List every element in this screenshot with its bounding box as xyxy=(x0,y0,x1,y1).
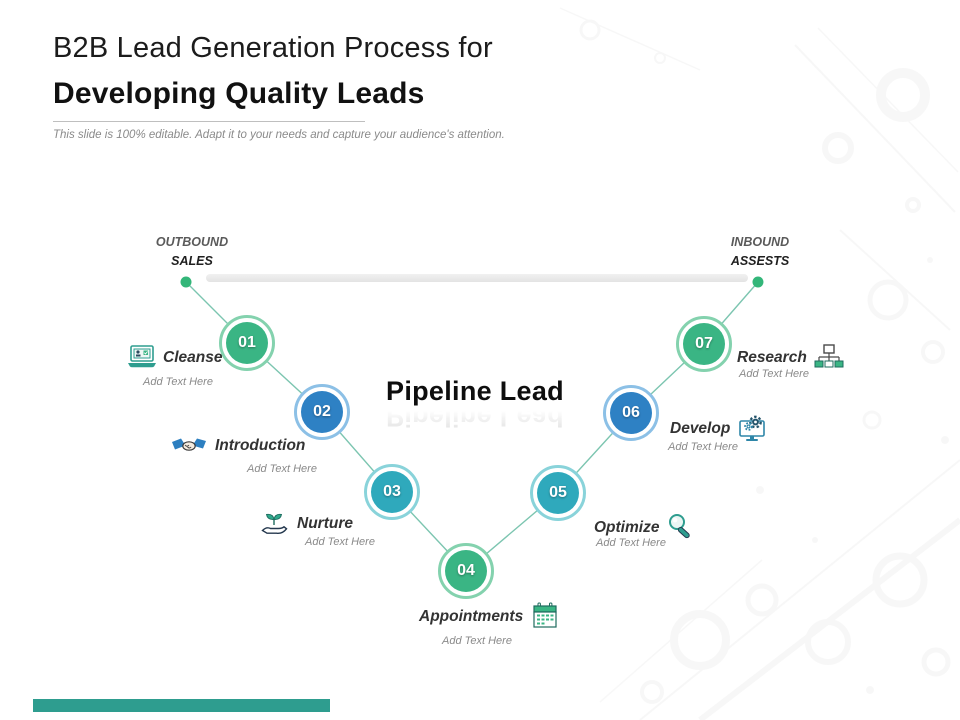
sales-label: SALES xyxy=(171,254,213,268)
step-develop: Develop xyxy=(670,414,768,444)
node-01-number: 01 xyxy=(226,322,268,364)
pipeline-lead-text: Pipeline Lead xyxy=(386,376,564,406)
node-04: 04 xyxy=(438,543,494,599)
assests-label: ASSESTS xyxy=(730,254,790,268)
timeline-bar xyxy=(206,274,748,282)
pipeline-lead-title: Pipeline Lead Pipeline Lead xyxy=(375,376,575,432)
magnifier-icon xyxy=(666,513,696,543)
step-introduction: Introduction xyxy=(172,436,305,456)
accent-bar xyxy=(33,699,330,712)
node-04-number: 04 xyxy=(445,550,487,592)
step-research: Research xyxy=(737,344,844,372)
inbound-assests-label: INBOUND ASSESTS xyxy=(695,233,825,271)
laptop-id-icon xyxy=(126,345,158,371)
node-07-number: 07 xyxy=(683,323,725,365)
step-label-develop: Develop xyxy=(670,420,731,437)
node-06: 06 xyxy=(603,385,659,441)
node-03-number: 03 xyxy=(371,471,413,513)
outbound-label: OUTBOUND xyxy=(155,235,229,249)
page-title-line1: B2B Lead Generation Process for xyxy=(53,32,493,64)
node-05: 05 xyxy=(530,465,586,521)
page-title-line2: Developing Quality Leads xyxy=(53,77,425,110)
step-label-appointments: Appointments xyxy=(419,607,524,625)
hand-plant-icon xyxy=(259,511,289,537)
step-cleanse: Cleanse xyxy=(126,345,222,371)
outbound-sales-label: OUTBOUND SALES xyxy=(127,233,257,271)
node-06-number: 06 xyxy=(610,392,652,434)
handshake-icon xyxy=(172,436,206,456)
step-label-cleanse: Cleanse xyxy=(163,349,223,366)
add-text-nurture: Add Text Here xyxy=(305,536,375,548)
step-optimize: Optimize xyxy=(594,513,696,543)
step-label-introduction: Introduction xyxy=(215,437,306,454)
header: B2B Lead Generation Process for Developi… xyxy=(53,26,673,141)
inbound-label: INBOUND xyxy=(730,235,790,249)
add-text-cleanse: Add Text Here xyxy=(143,376,213,388)
node-02: 02 xyxy=(294,384,350,440)
step-label-nurture: Nurture xyxy=(297,515,353,532)
step-appointments: Appointments xyxy=(419,602,559,631)
node-03: 03 xyxy=(364,464,420,520)
sitemap-icon xyxy=(814,344,844,372)
step-label-research: Research xyxy=(737,349,807,366)
node-01: 01 xyxy=(219,315,275,371)
add-text-optimize: Add Text Here xyxy=(596,537,666,549)
decorative-pattern xyxy=(559,7,960,720)
subtitle: This slide is 100% editable. Adapt it to… xyxy=(53,129,505,141)
add-text-appointments: Add Text Here xyxy=(442,635,512,647)
node-05-number: 05 xyxy=(537,472,579,514)
add-text-research: Add Text Here xyxy=(739,368,809,380)
calendar-icon xyxy=(531,602,559,631)
node-02-number: 02 xyxy=(301,391,343,433)
title-underline xyxy=(53,121,365,122)
timeline-dot-left xyxy=(180,276,192,288)
monitor-gears-icon xyxy=(738,414,768,444)
timeline-dot-right xyxy=(752,276,764,288)
add-text-introduction: Add Text Here xyxy=(247,463,317,475)
step-label-optimize: Optimize xyxy=(594,519,660,536)
node-07: 07 xyxy=(676,316,732,372)
add-text-develop: Add Text Here xyxy=(668,441,738,453)
step-nurture: Nurture xyxy=(259,511,353,537)
pipeline-lead-reflection: Pipeline Lead xyxy=(386,402,564,432)
